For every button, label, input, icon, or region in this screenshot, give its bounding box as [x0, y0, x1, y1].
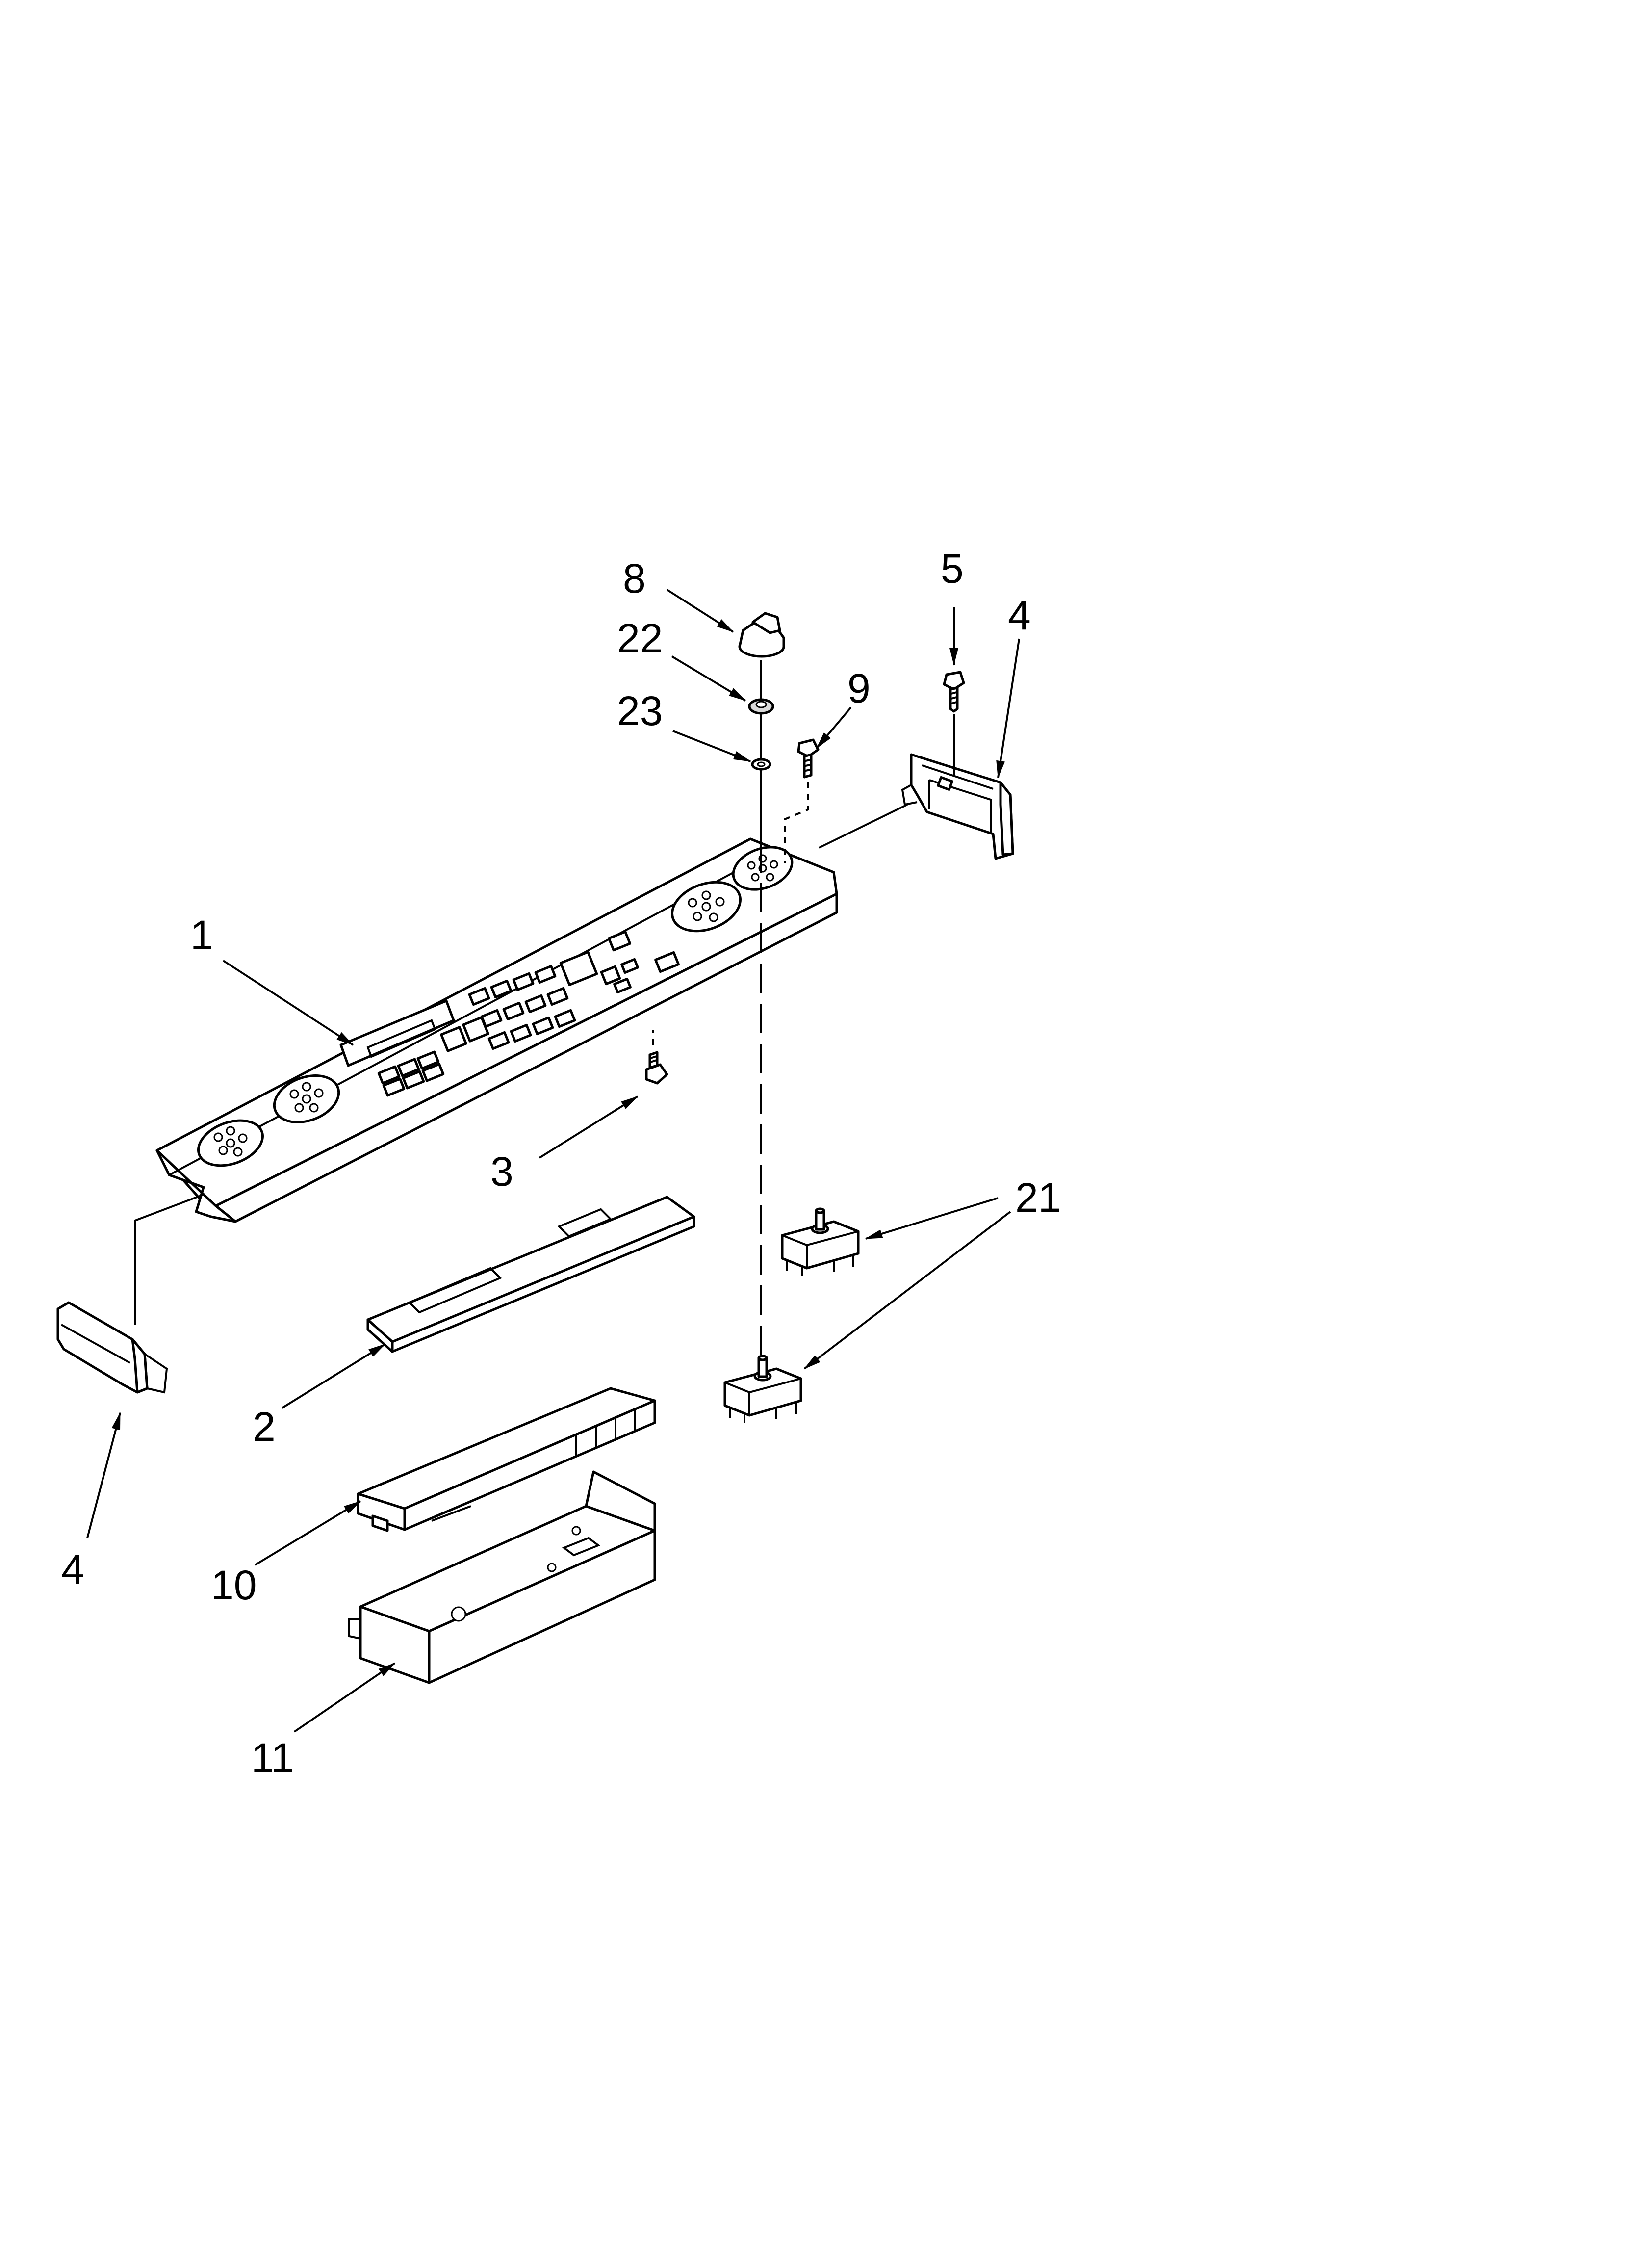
control-panel-part — [155, 837, 838, 1223]
leader-11 — [293, 1662, 396, 1733]
callout-22: 22 — [617, 615, 663, 661]
leader-9 — [816, 706, 852, 749]
leader-2 — [281, 1343, 386, 1409]
screw-part-9 — [797, 738, 820, 779]
callout-23: 23 — [617, 688, 663, 734]
left-end-cap-part — [56, 1301, 168, 1394]
callout-10: 10 — [211, 1562, 257, 1608]
keypad — [377, 930, 680, 1097]
leader-22 — [671, 655, 746, 702]
dial-pad-1 — [197, 1119, 264, 1167]
switch-upper — [781, 1207, 860, 1276]
callout-5: 5 — [941, 546, 964, 592]
screw-part-5 — [943, 671, 965, 713]
callout-4-right: 4 — [1008, 592, 1031, 638]
leader-10 — [254, 1500, 361, 1566]
leader-4-right — [996, 638, 1020, 779]
board-cover-part — [348, 1470, 656, 1684]
dial-pad-2 — [273, 1074, 340, 1123]
callout-11: 11 — [251, 1735, 294, 1781]
nut-part-22 — [748, 698, 774, 715]
control-board-part — [357, 1387, 656, 1532]
leader-8 — [666, 589, 734, 633]
leader-21-upper — [865, 1197, 999, 1240]
switch-lower — [723, 1355, 802, 1423]
callout-8: 8 — [623, 555, 646, 601]
leader-4-left — [86, 1412, 121, 1538]
knob-part-8 — [738, 612, 785, 658]
washer-part-23 — [751, 758, 771, 771]
callout-9: 9 — [847, 665, 871, 711]
callout-21: 21 — [1015, 1174, 1061, 1221]
leader-21-lower — [803, 1211, 1011, 1370]
screw-part-3 — [645, 1051, 668, 1085]
callout-4-left: 4 — [61, 1546, 84, 1592]
right-end-cap-part — [901, 753, 1014, 860]
callout-1: 1 — [190, 912, 213, 958]
leader-23 — [672, 730, 751, 762]
dial-pad-3 — [671, 881, 742, 933]
leader-3 — [539, 1095, 639, 1159]
dial-pad-4 — [732, 846, 794, 891]
leader-1 — [222, 960, 354, 1046]
callout-3: 3 — [490, 1148, 513, 1195]
callout-2: 2 — [253, 1404, 276, 1450]
overlay-part — [366, 1196, 695, 1353]
